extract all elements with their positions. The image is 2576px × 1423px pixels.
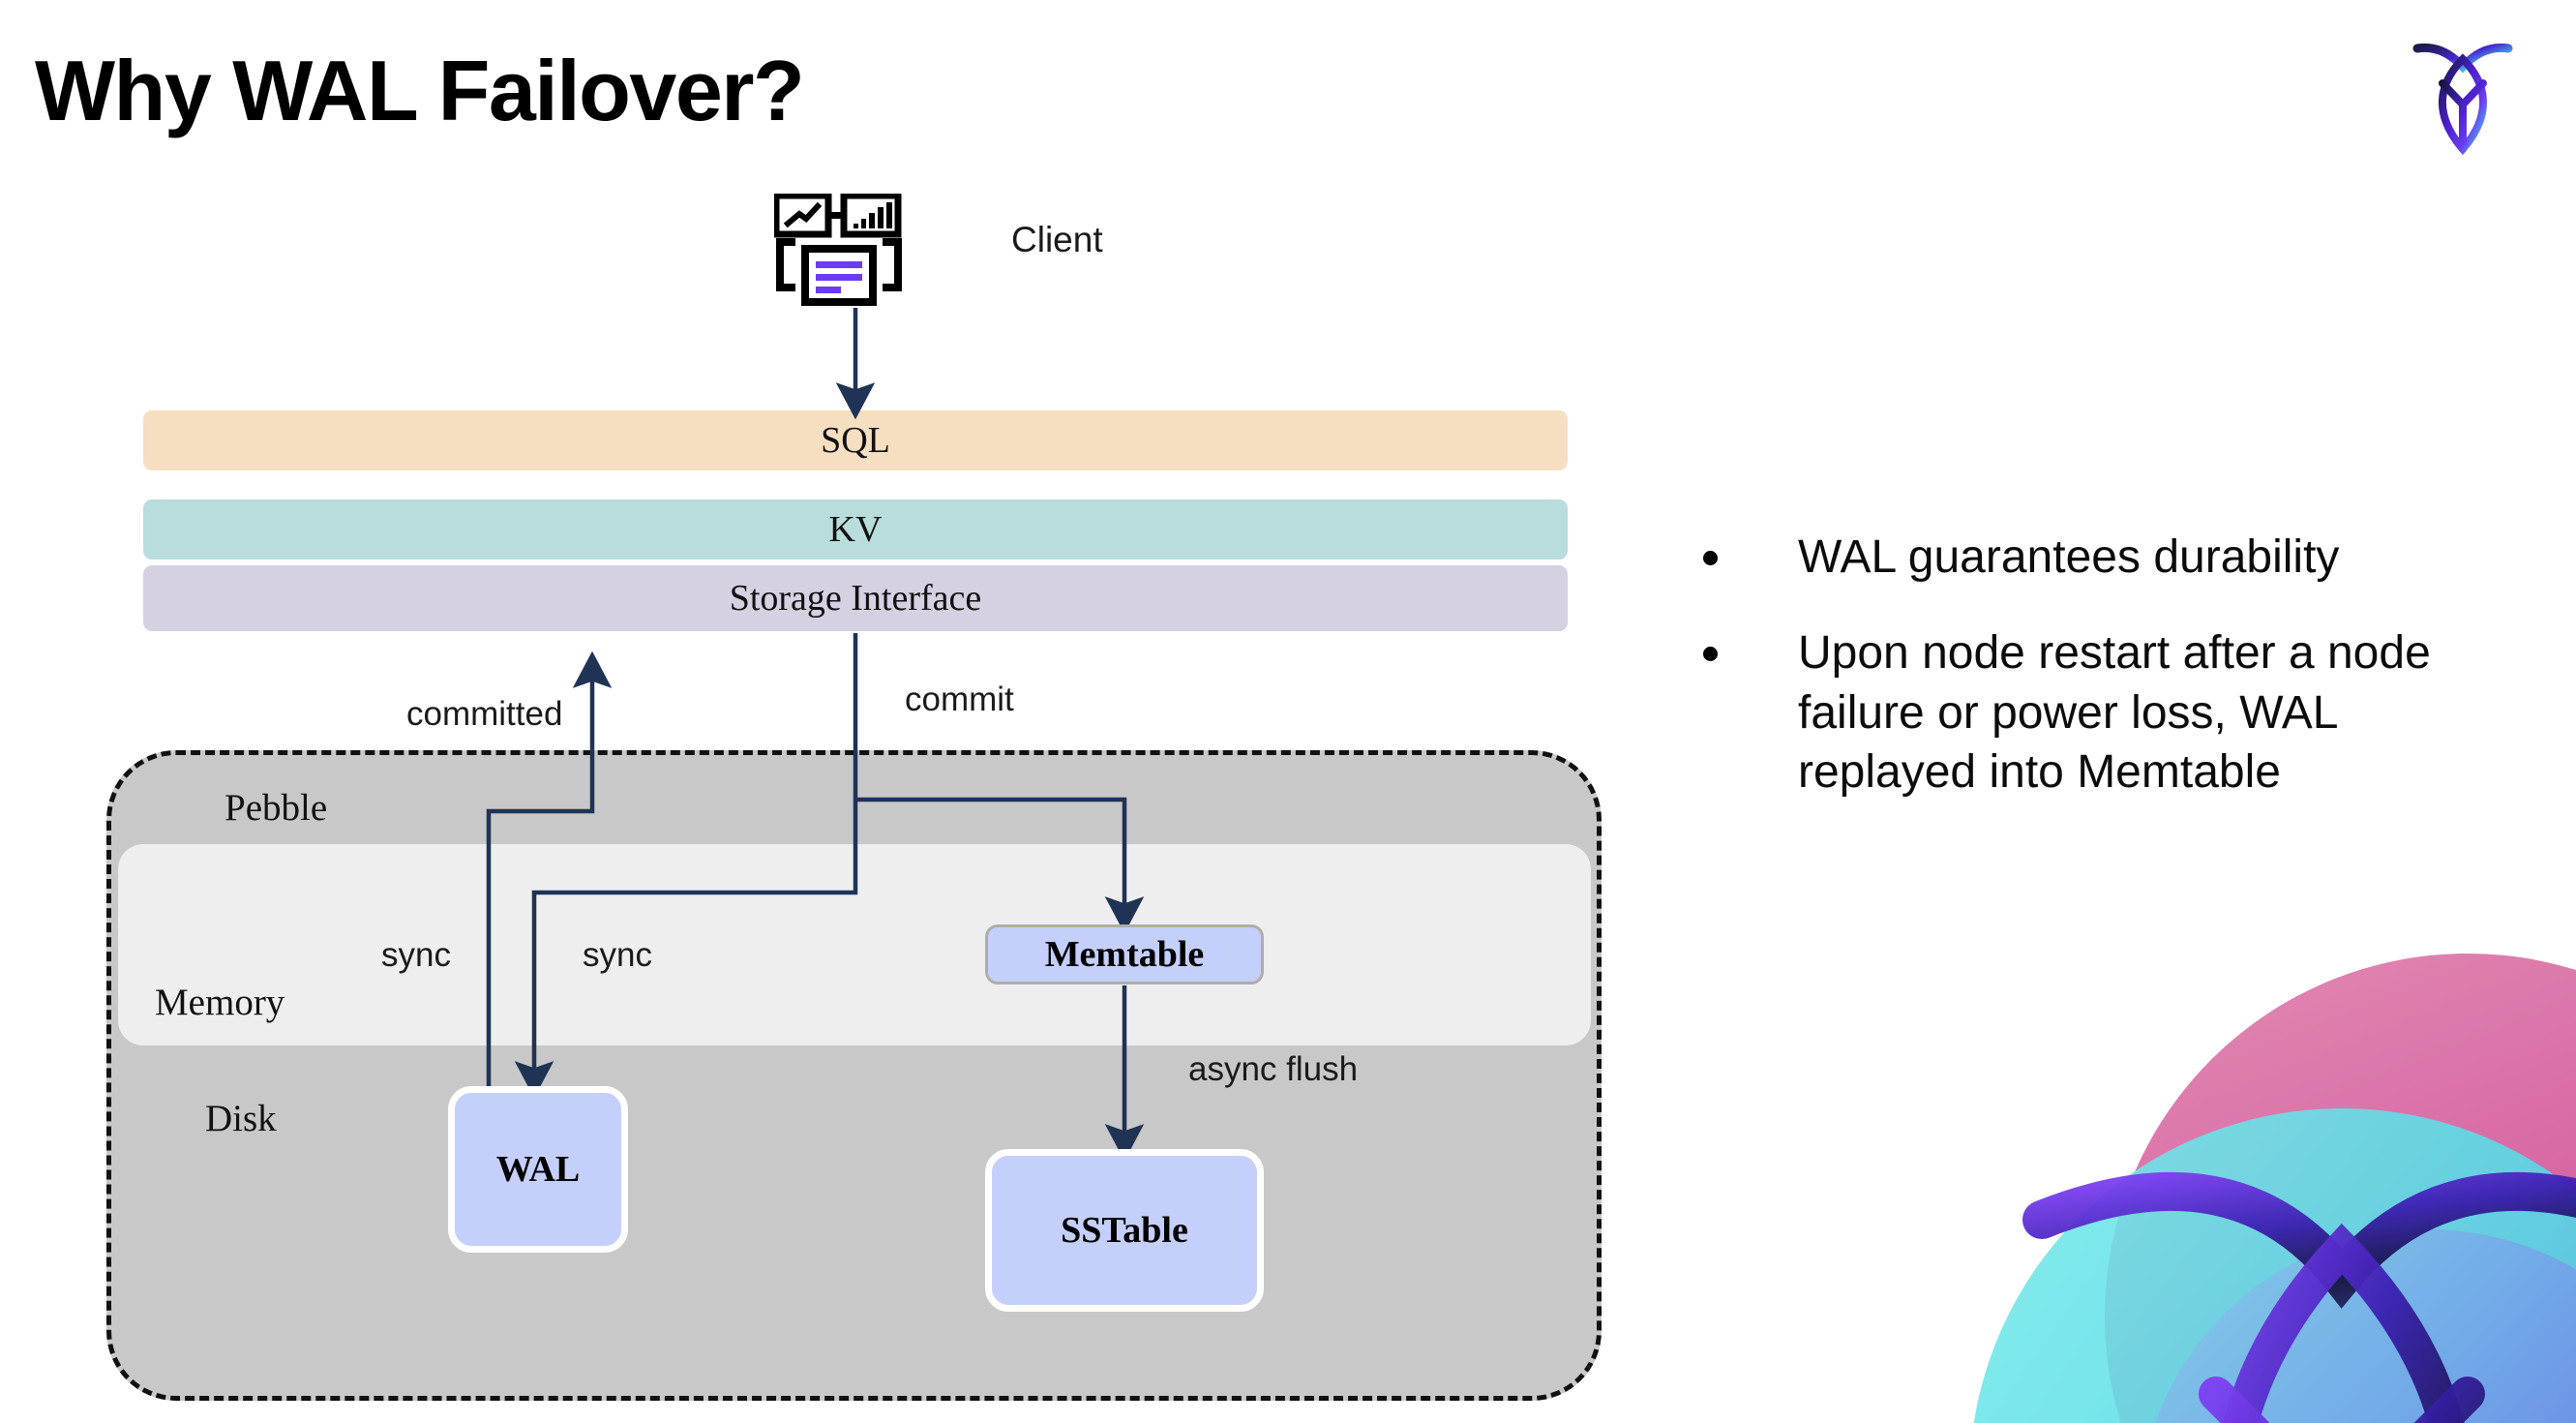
cockroach-watermark-icon	[1926, 900, 2576, 1423]
layer-bar-sql-label: SQL	[821, 420, 890, 461]
layer-bar-sql: SQL	[143, 410, 1568, 470]
pebble-label: Pebble	[225, 787, 328, 829]
edge-label-sync-2: sync	[583, 936, 652, 974]
cockroach-logo-icon	[2410, 35, 2516, 156]
node-wal: WAL	[448, 1086, 628, 1253]
node-sstable: SSTable	[985, 1149, 1264, 1312]
layer-bar-kv-label: KV	[828, 509, 883, 550]
edge-label-commit: commit	[905, 681, 1014, 718]
list-item: WAL guarantees durability	[1703, 528, 2497, 587]
layer-bar-kv: KV	[143, 500, 1568, 560]
node-sstable-label: SSTable	[1061, 1210, 1188, 1251]
bullet-dot-icon	[1703, 551, 1718, 565]
edge-label-async-flush: async flush	[1188, 1050, 1359, 1088]
layer-bar-storage-interface-label: Storage Interface	[729, 578, 982, 619]
bullet-text: Upon node restart after a node failure o…	[1798, 627, 2431, 799]
list-item: Upon node restart after a node failure o…	[1703, 623, 2497, 802]
layer-bar-storage-interface: Storage Interface	[143, 565, 1568, 631]
edge-label-sync-1: sync	[381, 936, 451, 974]
edge-label-committed: committed	[406, 695, 563, 733]
memory-region	[118, 844, 1591, 1045]
disk-label: Disk	[205, 1098, 277, 1139]
bullet-text: WAL guarantees durability	[1798, 531, 2340, 583]
bullet-list: WAL guarantees durability Upon node rest…	[1703, 528, 2497, 839]
node-memtable-label: Memtable	[1044, 934, 1205, 975]
client-label: Client	[1011, 220, 1103, 259]
page-title: Why WAL Failover?	[35, 43, 805, 138]
bullet-dot-icon	[1703, 647, 1718, 662]
node-memtable: Memtable	[985, 924, 1264, 984]
memory-label: Memory	[155, 982, 285, 1023]
node-wal-label: WAL	[495, 1149, 581, 1190]
client-dashboard-icon	[772, 192, 929, 319]
